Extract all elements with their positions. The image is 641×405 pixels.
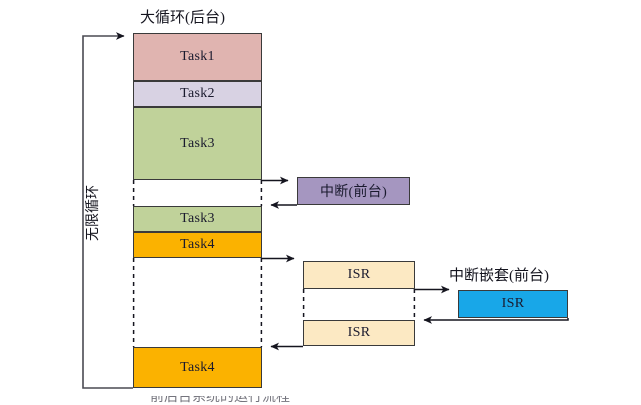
arrow-nested-return <box>423 316 569 324</box>
task-block-task4-first: Task4 <box>133 232 262 258</box>
bottom-caption: 前后台系统的运行流程 <box>150 396 450 405</box>
task-block-task3-first: Task3 <box>133 107 262 180</box>
task-block-task2: Task2 <box>133 81 262 107</box>
interrupt-block-foreground: 中断(前台) <box>297 177 410 205</box>
background-loop-title: 大循环(后台) <box>140 10 225 26</box>
isr-block-first: ISR <box>303 261 415 289</box>
task-block-task1: Task1 <box>133 33 262 81</box>
task-block-task3-resume: Task3 <box>133 206 262 232</box>
infinite-loop-label: 无限循环 <box>86 185 101 241</box>
isr-block-resume: ISR <box>303 320 415 346</box>
bottom-caption-text: 前后台系统的运行流程 <box>150 396 290 405</box>
isr-block-nested: ISR <box>458 290 568 318</box>
task-block-task4-resume: Task4 <box>133 347 262 388</box>
nested-interrupt-title: 中断嵌套(前台) <box>449 268 549 284</box>
